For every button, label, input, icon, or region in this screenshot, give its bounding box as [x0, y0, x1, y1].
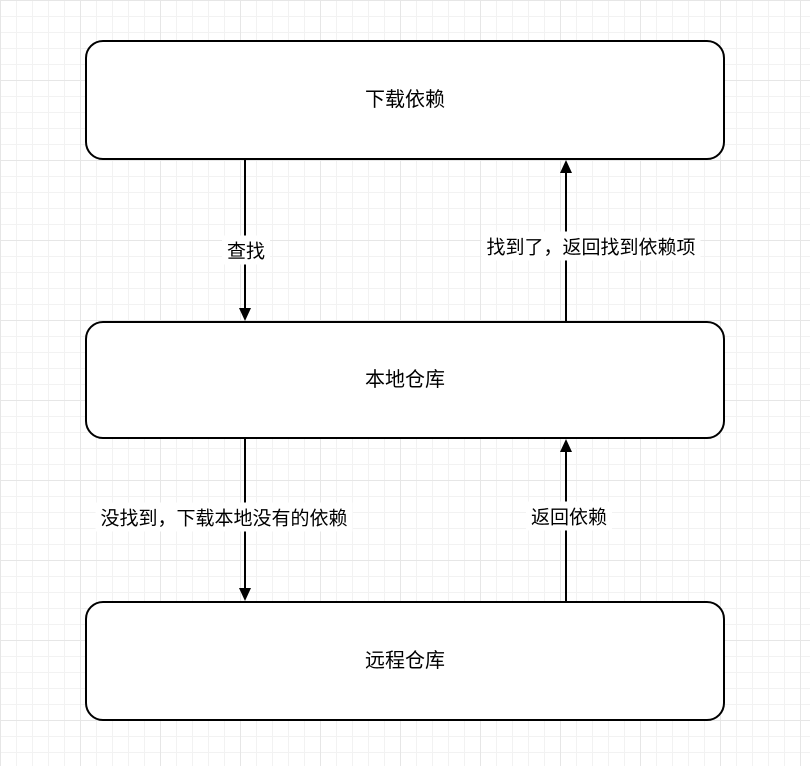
node-remote-repository-label: 远程仓库: [365, 650, 445, 672]
node-remote-repository[interactable]: 远程仓库: [85, 601, 725, 721]
arrowhead-up-icon: [560, 439, 572, 452]
node-local-repository-label: 本地仓库: [365, 369, 445, 391]
node-download-dependency[interactable]: 下载依赖: [85, 40, 725, 160]
edge-label-return-dependency: 返回依赖: [525, 501, 613, 531]
edge-label-search: 查找: [221, 235, 271, 265]
arrowhead-down-icon: [239, 308, 251, 321]
arrowhead-down-icon: [239, 588, 251, 601]
node-local-repository[interactable]: 本地仓库: [85, 321, 725, 439]
edge-label-found-return: 找到了，返回找到依赖项: [481, 231, 701, 261]
edge-label-not-found: 没找到，下载本地没有的依赖: [95, 502, 353, 532]
node-download-dependency-label: 下载依赖: [365, 89, 445, 111]
arrowhead-up-icon: [560, 160, 572, 173]
